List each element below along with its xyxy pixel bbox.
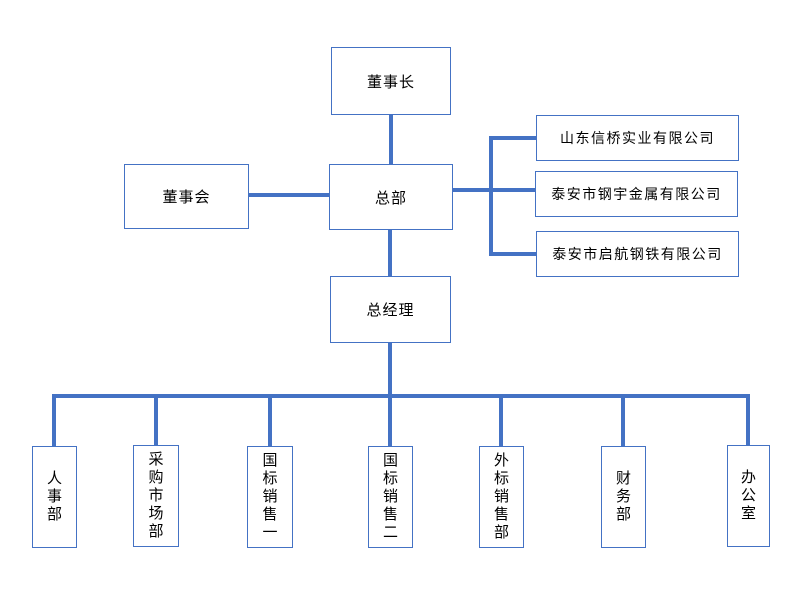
connector-drop-dept-2 — [154, 396, 158, 446]
node-subsidiary-3[interactable]: 泰安市启航钢铁有限公司 — [536, 231, 739, 277]
connector-gm-bus — [388, 343, 392, 396]
connector-drop-dept-4 — [388, 396, 392, 446]
node-dept-bangongshi[interactable]: 办公室 — [727, 445, 770, 547]
connector-board-hq — [249, 193, 329, 197]
connector-drop-dept-1 — [52, 396, 56, 446]
node-general-manager[interactable]: 总经理 — [330, 276, 451, 343]
connector-bracket-vertical — [489, 136, 493, 256]
node-dept-caiwubu[interactable]: 财务部 — [601, 446, 646, 548]
connector-chairman-hq — [389, 115, 393, 164]
connector-branch-subsidiary-3 — [489, 252, 536, 256]
node-dept-renshibu[interactable]: 人事部 — [32, 446, 77, 548]
node-dept-waibiaoxiaoshoubu[interactable]: 外标销售部 — [479, 446, 524, 548]
connector-drop-dept-3 — [268, 396, 272, 446]
node-dept-caigoushichangbu[interactable]: 采购市场部 — [133, 445, 179, 547]
connector-hq-gm — [388, 230, 392, 276]
node-chairman[interactable]: 董事长 — [331, 47, 451, 115]
connector-drop-dept-5 — [499, 396, 503, 446]
node-board[interactable]: 董事会 — [124, 164, 249, 229]
connector-drop-dept-6 — [621, 396, 625, 446]
node-headquarters[interactable]: 总部 — [329, 164, 453, 230]
node-subsidiary-2[interactable]: 泰安市钢宇金属有限公司 — [535, 171, 738, 217]
node-dept-guobiaoxiaoshou2[interactable]: 国标销售二 — [368, 446, 413, 548]
connector-hq-bracket — [453, 188, 535, 192]
connector-drop-dept-7 — [746, 396, 750, 446]
node-dept-guobiaoxiaoshou1[interactable]: 国标销售一 — [247, 446, 293, 548]
node-subsidiary-1[interactable]: 山东信桥实业有限公司 — [536, 115, 739, 161]
connector-bus — [52, 394, 750, 398]
connector-branch-subsidiary-1 — [489, 136, 536, 140]
